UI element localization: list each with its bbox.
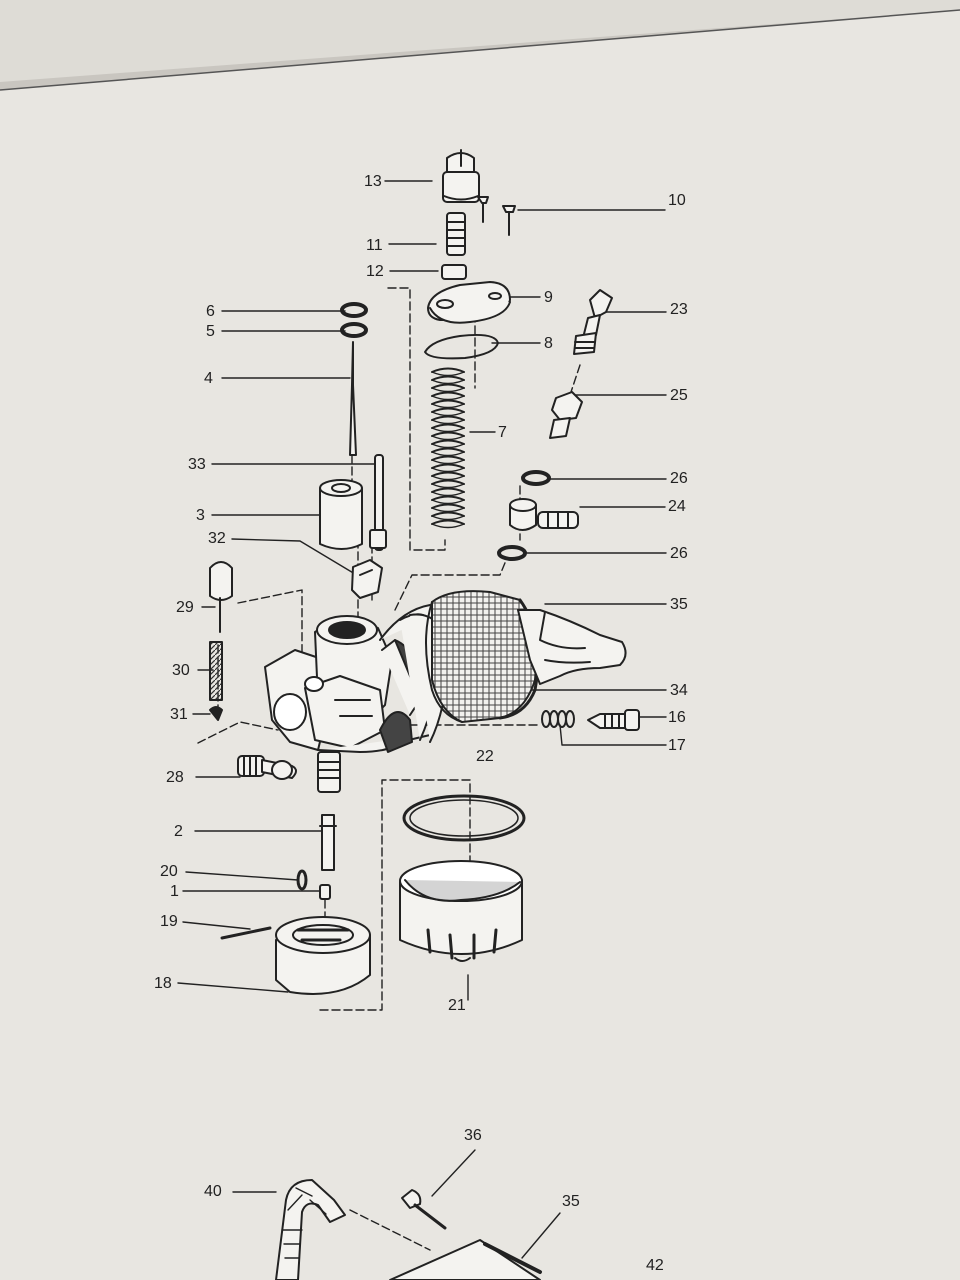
callout-2: 2 [174, 823, 183, 840]
part-24-union [509, 498, 579, 531]
callout-31: 31 [170, 706, 188, 723]
part-5-washer [340, 322, 368, 338]
part-7-spring [431, 367, 465, 529]
callout-19: 19 [160, 913, 178, 930]
callout-22: 22 [476, 748, 494, 765]
part-9-top-cover [427, 281, 511, 324]
callout-35-upper: 35 [670, 596, 688, 613]
part-18-float [275, 916, 371, 995]
callout-29: 29 [176, 599, 194, 616]
callout-20: 20 [160, 863, 178, 880]
part-11-adjuster [446, 212, 466, 256]
part-26-washer-lower [497, 545, 527, 561]
part-13-cap [442, 149, 480, 203]
part-20-o-ring [296, 869, 308, 891]
callout-5: 5 [206, 323, 215, 340]
part-17-spring [541, 710, 575, 728]
part-33-pin [369, 454, 387, 551]
part-34-air-filter [425, 590, 540, 723]
part-22-gasket [402, 794, 526, 842]
callout-40: 40 [204, 1183, 222, 1200]
part-30-spring [209, 641, 223, 701]
part-21-float-bowl [399, 860, 523, 962]
callout-12: 12 [366, 263, 384, 280]
callout-17: 17 [668, 737, 686, 754]
callout-18: 18 [154, 975, 172, 992]
callout-28: 28 [166, 769, 184, 786]
part-10-screws [477, 196, 516, 236]
callout-32: 32 [208, 530, 226, 547]
callout-30: 30 [172, 662, 190, 679]
callout-21: 21 [448, 997, 466, 1014]
part-1-main-jet [319, 884, 331, 900]
leader-lines [177, 180, 667, 1259]
callout-42: 42 [646, 1257, 664, 1274]
part-6-washer [340, 302, 368, 318]
callout-16: 16 [668, 709, 686, 726]
callout-26-upper: 26 [670, 470, 688, 487]
part-23-fitting [573, 289, 613, 355]
callout-4: 4 [204, 370, 213, 387]
part-35-bracket [517, 609, 627, 685]
callout-33: 33 [188, 456, 206, 473]
callout-8: 8 [544, 335, 553, 352]
part-31-clip [209, 706, 223, 721]
callout-34: 34 [670, 682, 688, 699]
callout-26-lower: 26 [670, 545, 688, 562]
part-4-needle [349, 341, 357, 456]
callout-6: 6 [206, 303, 215, 320]
part-12-nut [441, 264, 467, 280]
lower-figure-parts [275, 1179, 542, 1280]
part-29-choke-plunger [209, 561, 233, 633]
callout-3: 3 [196, 507, 205, 524]
part-25-banjo-bolt [549, 391, 583, 439]
part-28-screw [237, 755, 297, 780]
part-16-screw [587, 709, 640, 731]
callout-13: 13 [364, 173, 382, 190]
callout-23: 23 [670, 301, 688, 318]
part-19-pin [220, 926, 272, 940]
callout-10: 10 [668, 192, 686, 209]
callout-9: 9 [544, 289, 553, 306]
part-3-slide [319, 479, 363, 550]
callout-24: 24 [668, 498, 686, 515]
part-8-gasket [424, 333, 499, 360]
part-2-jet-holder [317, 751, 341, 871]
callout-7: 7 [498, 424, 507, 441]
callout-25: 25 [670, 387, 688, 404]
part-26-washer-upper [521, 470, 551, 486]
callout-1: 1 [170, 883, 179, 900]
callout-35-lower: 35 [562, 1193, 580, 1210]
callout-36: 36 [464, 1127, 482, 1144]
callout-11: 11 [366, 237, 383, 254]
carburettor-body [264, 604, 449, 753]
part-32-clip [351, 559, 383, 599]
